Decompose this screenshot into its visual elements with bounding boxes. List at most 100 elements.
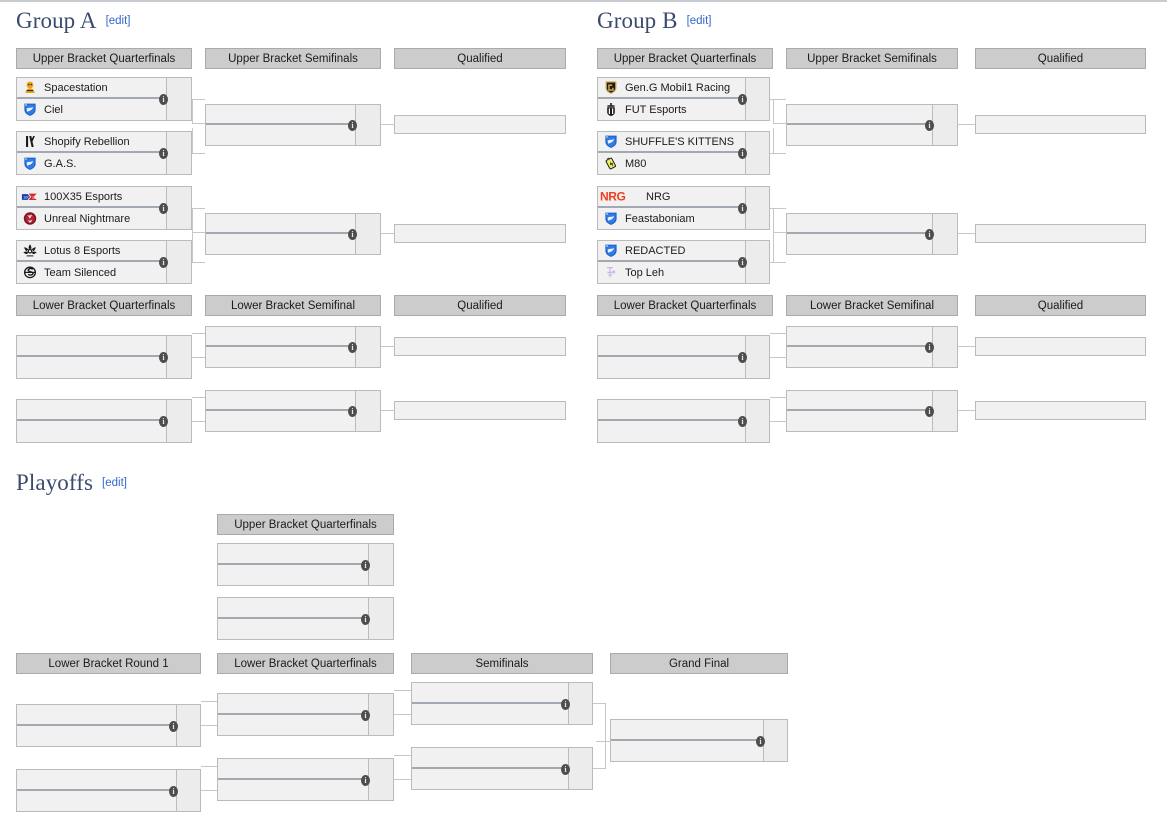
info-icon[interactable]: i <box>738 257 747 268</box>
info-icon[interactable]: i <box>361 614 370 625</box>
team-name: Top Leh <box>625 266 665 279</box>
match-p-sf-1[interactable]: i <box>411 682 593 725</box>
info-icon[interactable]: i <box>348 229 357 240</box>
match-p-ubqf-1[interactable]: i <box>217 543 394 586</box>
info-icon[interactable]: i <box>738 203 747 214</box>
match-opponent-top <box>206 327 380 347</box>
gas-logo <box>21 156 38 171</box>
info-icon[interactable]: i <box>159 148 168 159</box>
info-icon[interactable]: i <box>738 352 747 363</box>
match-a-ubsf-1[interactable]: i <box>205 104 381 146</box>
qualified-slot-a-1[interactable] <box>394 115 566 134</box>
match-b-ubqf-4[interactable]: REDACTED Top Leh i <box>597 240 770 284</box>
info-icon[interactable]: i <box>756 736 765 747</box>
qualified-slot-b-2[interactable] <box>975 224 1146 243</box>
info-icon[interactable]: i <box>169 721 178 732</box>
info-icon[interactable]: i <box>925 342 934 353</box>
info-icon[interactable]: i <box>159 203 168 214</box>
match-opponent-top <box>218 598 393 619</box>
connector <box>381 346 394 347</box>
info-icon[interactable]: i <box>738 148 747 159</box>
info-icon[interactable]: i <box>169 786 178 797</box>
match-p-ubqf-2[interactable]: i <box>217 597 394 640</box>
unreal-nightmare-logo <box>21 211 38 226</box>
match-p-lbqf-1[interactable]: i <box>217 693 394 736</box>
qualified-slot-b-4[interactable] <box>975 401 1146 420</box>
connector <box>192 333 205 334</box>
round-header-lbsf-b: Lower Bracket Semifinal <box>786 295 958 316</box>
playoffs-heading: Playoffs[edit] <box>16 470 127 496</box>
connector <box>192 357 205 358</box>
connector <box>605 730 606 768</box>
info-icon[interactable]: i <box>361 775 370 786</box>
match-opponent-bottom: M80 <box>598 153 769 174</box>
info-icon[interactable]: i <box>925 406 934 417</box>
match-a-lbqf-1[interactable]: i <box>16 335 192 379</box>
match-b-ubqf-1[interactable]: Gen.G Mobil1 Racing FUT Esports i <box>597 77 770 121</box>
info-icon[interactable]: i <box>159 352 168 363</box>
match-a-ubqf-4[interactable]: Lotus 8 Esports Team Silenced i <box>16 240 192 284</box>
connector <box>770 397 786 398</box>
match-a-ubsf-2[interactable]: i <box>205 213 381 255</box>
match-p-sf-2[interactable]: i <box>411 747 593 790</box>
match-a-ubqf-1[interactable]: Spacestation Ciel i <box>16 77 192 121</box>
match-opponent-top <box>787 391 957 411</box>
score-strip <box>932 326 958 368</box>
match-b-ubqf-3[interactable]: NRG NRG Feastaboniam i <box>597 186 770 230</box>
info-icon[interactable]: i <box>738 94 747 105</box>
info-icon[interactable]: i <box>925 120 934 131</box>
match-a-lbqf-2[interactable]: i <box>16 399 192 443</box>
match-p-lbr1-1[interactable]: i <box>16 704 201 747</box>
score-strip <box>368 693 394 736</box>
info-icon[interactable]: i <box>561 764 570 775</box>
match-opponent-top: REDACTED <box>598 241 769 262</box>
info-icon[interactable]: i <box>159 257 168 268</box>
match-b-ubsf-1[interactable]: i <box>786 104 958 146</box>
info-icon[interactable]: i <box>738 416 747 427</box>
shuffles-kittens-logo <box>602 134 619 149</box>
qualified-slot-a-4[interactable] <box>394 401 566 420</box>
team-name: REDACTED <box>625 244 686 257</box>
qualified-slot-a-2[interactable] <box>394 224 566 243</box>
match-opponent-top <box>17 400 191 421</box>
match-b-ubsf-2[interactable]: i <box>786 213 958 255</box>
top-leh-logo <box>602 265 619 280</box>
match-opponent-top <box>611 720 787 741</box>
match-p-lbqf-2[interactable]: i <box>217 758 394 801</box>
info-icon[interactable]: i <box>348 120 357 131</box>
qualified-team <box>976 116 1145 133</box>
info-icon[interactable]: i <box>361 560 370 571</box>
qualified-slot-b-3[interactable] <box>975 337 1146 356</box>
info-icon[interactable]: i <box>159 94 168 105</box>
round-header-lbqual-b: Qualified <box>975 295 1146 316</box>
match-b-lbqf-2[interactable]: i <box>597 399 770 443</box>
qualified-slot-a-3[interactable] <box>394 337 566 356</box>
score-strip <box>368 758 394 801</box>
match-p-lbr1-2[interactable]: i <box>16 769 201 812</box>
group-a-edit-link[interactable]: [edit] <box>105 15 131 27</box>
qualified-team <box>976 402 1145 419</box>
score-strip <box>932 213 958 255</box>
match-a-lbsf-2[interactable]: i <box>205 390 381 432</box>
info-icon[interactable]: i <box>561 699 570 710</box>
match-b-ubqf-2[interactable]: SHUFFLE'S KITTENS M80 i <box>597 131 770 175</box>
match-b-lbsf-1[interactable]: i <box>786 326 958 368</box>
info-icon[interactable]: i <box>348 342 357 353</box>
round-header-p-ubqf: Upper Bracket Quarterfinals <box>217 514 394 535</box>
qualified-slot-b-1[interactable] <box>975 115 1146 134</box>
connector <box>773 232 774 262</box>
score-strip <box>166 186 192 230</box>
info-icon[interactable]: i <box>925 229 934 240</box>
match-p-grand-final[interactable]: i <box>610 719 788 762</box>
playoffs-edit-link[interactable]: [edit] <box>102 477 127 489</box>
info-icon[interactable]: i <box>159 416 168 427</box>
round-header-ubsf-a: Upper Bracket Semifinals <box>205 48 381 69</box>
info-icon[interactable]: i <box>348 406 357 417</box>
match-a-ubqf-2[interactable]: Shopify Rebellion G.A.S. i <box>16 131 192 175</box>
group-b-edit-link[interactable]: [edit] <box>686 15 712 27</box>
match-b-lbqf-1[interactable]: i <box>597 335 770 379</box>
info-icon[interactable]: i <box>361 710 370 721</box>
match-b-lbsf-2[interactable]: i <box>786 390 958 432</box>
match-a-lbsf-1[interactable]: i <box>205 326 381 368</box>
